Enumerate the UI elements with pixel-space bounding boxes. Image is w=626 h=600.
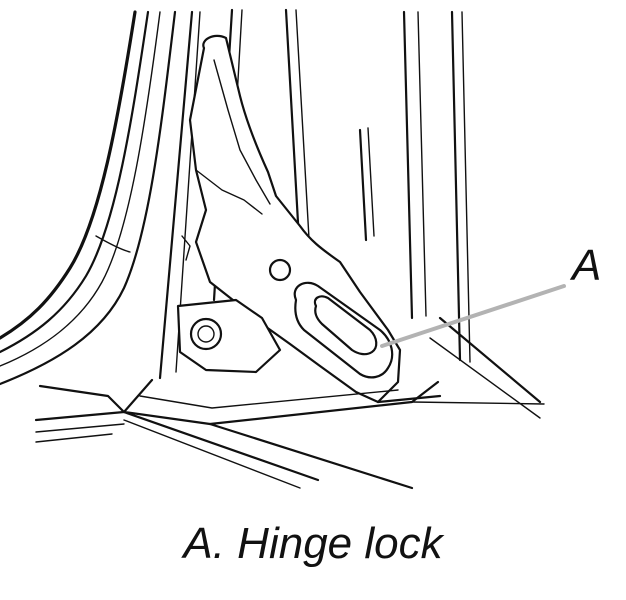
callout-label-a: A [572,241,602,290]
callout-leader-line [380,284,566,348]
hinge-base [176,235,282,374]
oven-floor [34,378,545,490]
oven-wall [358,10,542,419]
hinge-lock [293,281,394,379]
figure-caption: A. Hinge lock [183,519,443,568]
door-frame [0,10,177,386]
